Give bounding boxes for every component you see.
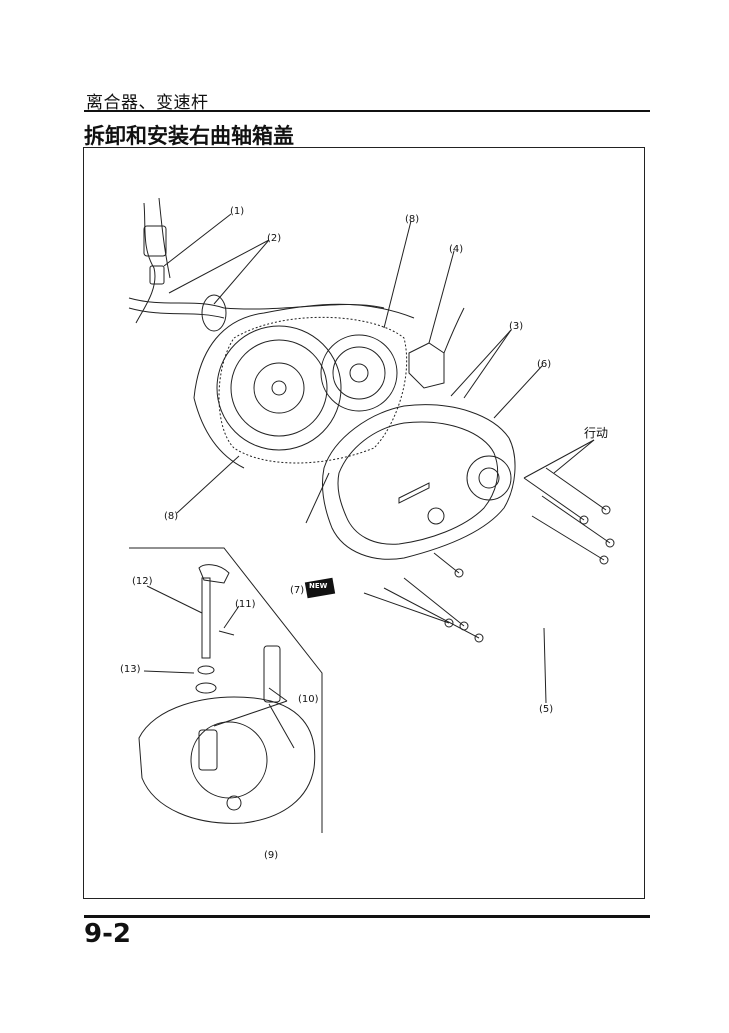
- callout-1: (1): [230, 206, 245, 217]
- callout-5: (5): [539, 704, 554, 715]
- callout-13: (13): [120, 664, 141, 675]
- callout-9: (9): [264, 850, 279, 861]
- page-title: 拆卸和安装右曲轴箱盖: [84, 124, 294, 148]
- callout-3: (3): [509, 321, 524, 332]
- callout-2: (2): [267, 233, 282, 244]
- callout-7: (7): [290, 585, 305, 596]
- callout-10: (10): [298, 694, 319, 705]
- header-rule: [84, 110, 650, 112]
- callout-6: (6): [537, 359, 552, 370]
- section-title: 离合器、变速杆: [86, 93, 209, 113]
- callout-8-lower: (8): [164, 511, 179, 522]
- new-badge-icon: [304, 577, 336, 599]
- callout-8-upper: (8): [405, 214, 420, 225]
- action-note: 行动: [584, 426, 609, 440]
- new-badge-label: NEW: [309, 582, 328, 590]
- crankcase-cover-illustration: [128, 197, 615, 833]
- callout-11: (11): [235, 599, 256, 610]
- footer-rule: [84, 915, 650, 918]
- page-number: 9-2: [84, 919, 131, 949]
- callout-4: (4): [449, 244, 464, 255]
- figure-frame: (1) (2) (8) (4) (3) (6) 行动 (8) (7) NEW (…: [83, 147, 645, 899]
- callout-12: (12): [132, 576, 153, 587]
